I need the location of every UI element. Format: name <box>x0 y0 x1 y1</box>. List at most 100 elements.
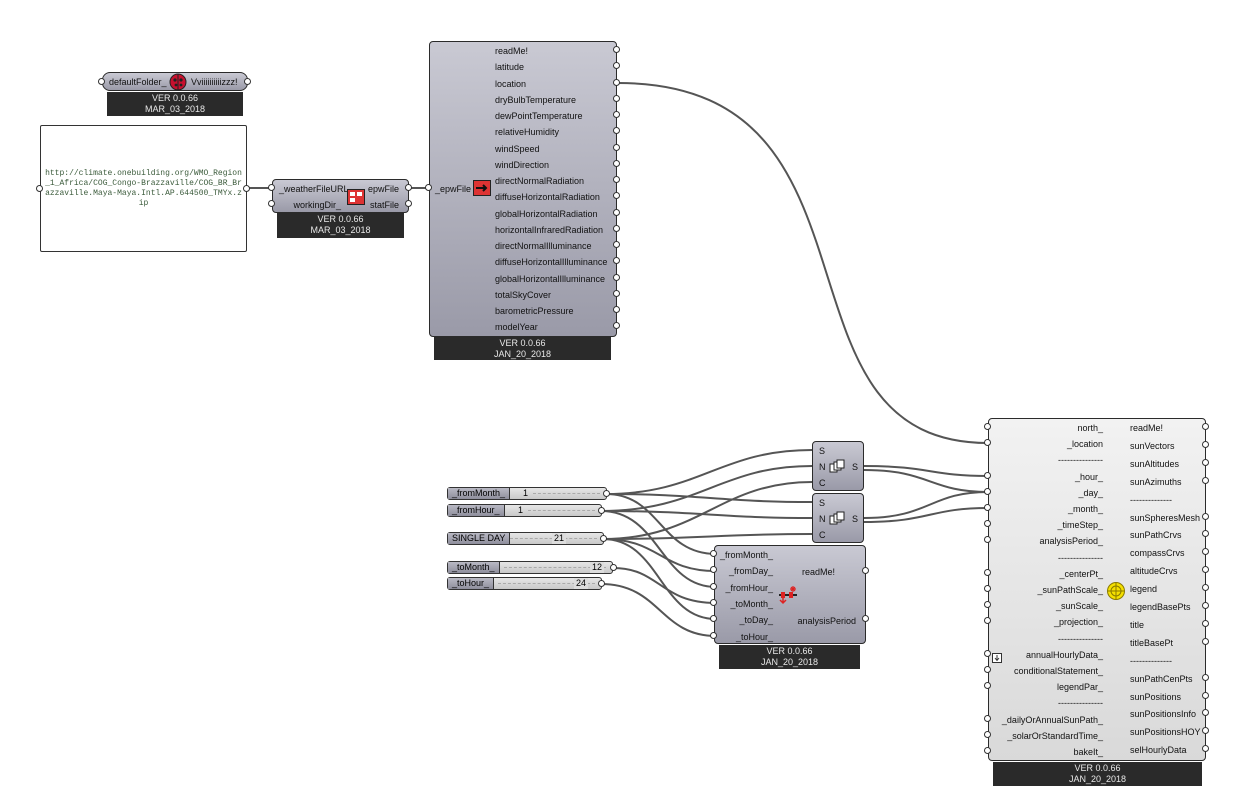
param-grip[interactable] <box>1202 512 1209 520</box>
param-grip[interactable] <box>613 257 620 265</box>
series-component-2[interactable]: S N C S <box>812 493 864 543</box>
param-grip[interactable] <box>1202 440 1209 448</box>
param-grip[interactable] <box>613 208 620 216</box>
input-grip[interactable] <box>36 185 43 192</box>
param-grip[interactable] <box>613 322 620 330</box>
param-grip[interactable] <box>1202 530 1209 538</box>
param-grip[interactable] <box>710 566 717 574</box>
param-grip[interactable] <box>984 487 991 495</box>
param-grip[interactable] <box>1202 584 1209 592</box>
output-grip[interactable] <box>603 490 610 497</box>
flatten-icon[interactable] <box>992 650 1002 668</box>
param-grip[interactable] <box>613 192 620 200</box>
param-grip[interactable] <box>613 127 620 135</box>
param-grip[interactable] <box>613 224 620 232</box>
param-grip[interactable] <box>613 62 620 70</box>
version-text: VER 0.0.66 <box>317 214 364 224</box>
input-grip[interactable] <box>268 184 275 191</box>
single-day-slider[interactable]: SINGLE DAY 21 <box>447 532 604 545</box>
slider-value: 1 <box>518 505 524 515</box>
slider-track <box>504 567 606 568</box>
output-grip[interactable] <box>243 185 250 192</box>
output-grip[interactable] <box>598 507 605 514</box>
wire <box>863 507 989 523</box>
param-grip[interactable] <box>1202 566 1209 574</box>
analysis-period-input-label: _fromDay_ <box>728 566 773 577</box>
to-month-slider[interactable]: _toMonth_ 12 <box>447 561 613 574</box>
output-grip[interactable] <box>862 567 869 574</box>
input-grip[interactable] <box>425 184 432 191</box>
param-grip[interactable] <box>984 568 991 576</box>
param-grip[interactable] <box>984 471 991 479</box>
param-grip[interactable] <box>984 730 991 738</box>
slider-name: _toHour_ <box>448 578 495 589</box>
input-grip[interactable] <box>98 78 105 85</box>
analysis-period-component[interactable]: _fromMonth__fromDay__fromHour__toMonth__… <box>714 545 866 644</box>
param-grip[interactable] <box>613 273 620 281</box>
output-grip[interactable] <box>610 564 617 571</box>
param-grip[interactable] <box>984 585 991 592</box>
param-grip[interactable] <box>710 582 717 590</box>
param-grip[interactable] <box>613 94 620 102</box>
from-month-slider[interactable]: _fromMonth_ 1 <box>447 487 607 500</box>
param-grip[interactable] <box>1202 548 1209 556</box>
param-grip[interactable] <box>613 289 620 297</box>
param-grip[interactable] <box>984 439 991 447</box>
wire <box>600 510 717 588</box>
param-grip[interactable] <box>1202 619 1209 627</box>
input-grip[interactable] <box>268 200 275 207</box>
output-grip[interactable] <box>598 580 605 587</box>
output-grip[interactable] <box>405 184 412 191</box>
output-grip[interactable] <box>862 615 869 622</box>
output-grip[interactable] <box>405 200 412 207</box>
series-component-1[interactable]: S N C S <box>812 441 864 491</box>
param-grip[interactable] <box>1202 673 1209 681</box>
param-grip[interactable] <box>984 504 991 511</box>
param-grip[interactable] <box>1202 602 1209 609</box>
wire <box>605 493 813 503</box>
param-grip[interactable] <box>710 550 717 557</box>
param-grip[interactable] <box>613 78 620 86</box>
param-grip[interactable] <box>984 714 991 722</box>
param-grip[interactable] <box>613 241 620 248</box>
param-grip[interactable] <box>984 649 991 657</box>
param-grip[interactable] <box>984 520 991 528</box>
param-grip[interactable] <box>613 176 620 183</box>
param-grip[interactable] <box>613 111 620 118</box>
param-grip[interactable] <box>710 631 717 639</box>
output-grip[interactable] <box>600 535 607 542</box>
param-grip[interactable] <box>613 143 620 151</box>
param-grip[interactable] <box>984 682 991 690</box>
param-grip[interactable] <box>1202 745 1209 753</box>
param-grip[interactable] <box>613 46 620 53</box>
output-grip[interactable] <box>244 78 251 85</box>
sunpath-input-label: _sunPathScale_ <box>1037 585 1103 595</box>
param-grip[interactable] <box>710 615 717 623</box>
param-grip[interactable] <box>1202 727 1209 735</box>
param-grip[interactable] <box>1202 691 1209 699</box>
download-weather-component[interactable]: _weatherFileURL workingDir_ epwFile stat… <box>272 179 409 213</box>
sunpath-input-label: _day_ <box>1078 487 1103 498</box>
param-grip[interactable] <box>1202 458 1209 466</box>
param-grip[interactable] <box>984 601 991 609</box>
param-grip[interactable] <box>984 536 991 544</box>
param-grip[interactable] <box>984 423 991 430</box>
from-hour-slider[interactable]: _fromHour_ 1 <box>447 504 602 517</box>
param-grip[interactable] <box>984 747 991 754</box>
sunpath-component[interactable]: north__location---------------_hour__day… <box>988 418 1206 761</box>
param-grip[interactable] <box>613 306 620 313</box>
param-grip[interactable] <box>984 666 991 673</box>
param-grip[interactable] <box>984 617 991 625</box>
param-grip[interactable] <box>1202 637 1209 645</box>
url-panel[interactable]: http://climate.onebuilding.org/WMO_Regio… <box>40 125 247 252</box>
epw-output-label: totalSkyCover <box>495 289 552 300</box>
sun-icon <box>1106 581 1126 606</box>
param-grip[interactable] <box>710 598 717 606</box>
param-grip[interactable] <box>1202 709 1209 717</box>
default-folder-component[interactable]: defaultFolder_ Vviiiiiiiiiizzz! <box>102 72 248 91</box>
param-grip[interactable] <box>1202 476 1209 484</box>
param-grip[interactable] <box>613 159 620 167</box>
param-grip[interactable] <box>1202 423 1209 430</box>
to-hour-slider[interactable]: _toHour_ 24 <box>447 577 602 590</box>
